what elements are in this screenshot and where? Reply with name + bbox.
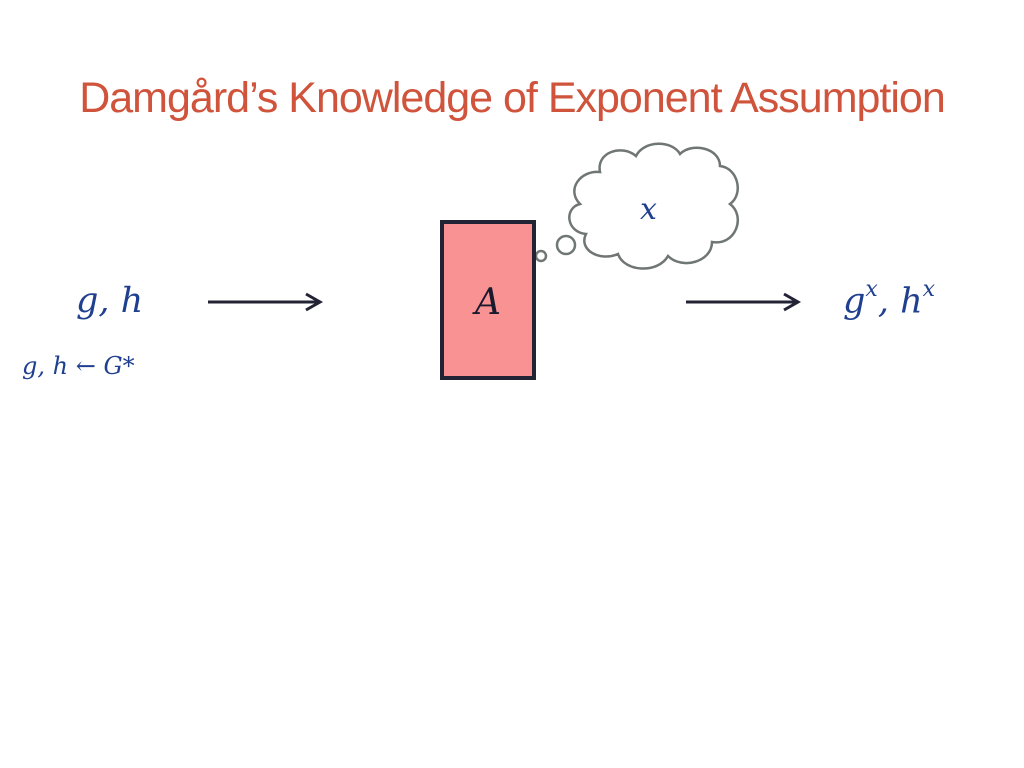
output-exponent-g: x bbox=[865, 277, 878, 302]
output-exponent-h: x bbox=[922, 277, 936, 302]
output-arrow bbox=[686, 292, 802, 312]
output-base-h: h bbox=[900, 281, 923, 322]
sampling-note: g, h ← G* bbox=[22, 352, 135, 380]
input-arrow bbox=[208, 292, 324, 312]
thought-cloud bbox=[568, 142, 740, 270]
slide-title: Damgård’s Knowledge of Exponent Assumpti… bbox=[79, 74, 946, 122]
output-separator: , bbox=[877, 281, 901, 322]
adversary-label: A bbox=[475, 282, 501, 323]
input-label: g, h bbox=[76, 281, 144, 321]
output-label: gx, hx bbox=[843, 277, 935, 322]
thought-secret: x bbox=[640, 192, 657, 227]
output-base-g: g bbox=[843, 281, 866, 322]
adversary-box: A bbox=[440, 220, 536, 380]
